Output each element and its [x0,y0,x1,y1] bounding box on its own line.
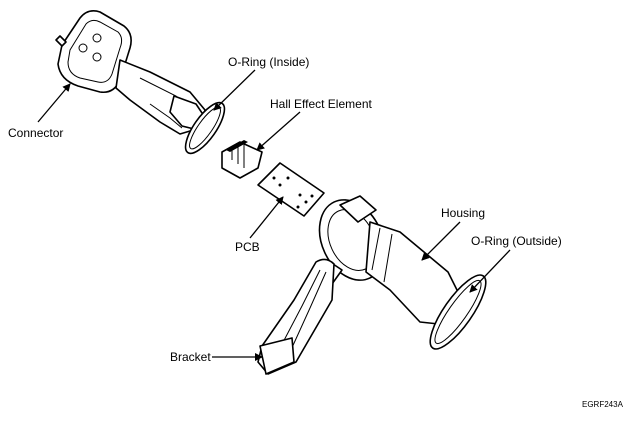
bracket-part [257,258,335,375]
hall-effect-element-leader [256,111,301,151]
hall-effect-element-part [221,140,263,179]
label-o-ring-inside: O-Ring (Inside) [228,55,310,69]
figure-code: EGRF243A [582,400,623,409]
housing-part [318,195,463,326]
label-hall-effect-element: Hall Effect Element [270,97,372,111]
label-o-ring-outside: O-Ring (Outside) [471,234,562,248]
pcb-leader [249,196,284,239]
label-bracket: Bracket [170,350,211,364]
label-pcb: PCB [235,240,260,254]
label-housing: Housing [441,206,486,220]
connector-part [55,10,206,135]
o-ring-inside-part [184,101,226,155]
pcb-part [257,162,325,217]
o-ring-outside-part [429,274,487,350]
label-connector: Connector [8,126,64,140]
housing-leader [421,221,461,261]
o-ring-outside-leader [469,249,511,293]
o-ring-inside-leader [213,69,256,111]
connector-leader [37,83,71,123]
